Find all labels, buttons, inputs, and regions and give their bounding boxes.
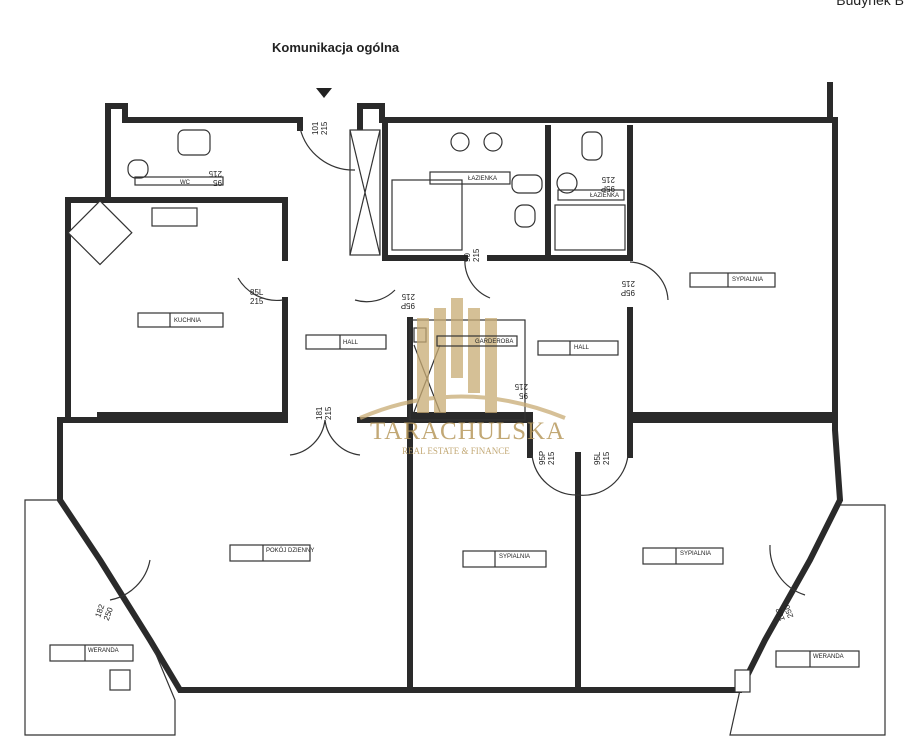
shower-icon <box>391 179 463 251</box>
toilet-icon <box>127 159 149 179</box>
svg-text:215: 215 <box>547 451 556 465</box>
bathtub-icon <box>554 204 626 251</box>
door-swings <box>109 127 806 601</box>
watermark-building-icon <box>359 298 566 420</box>
svg-text:181: 181 <box>315 406 324 420</box>
plan-title: Komunikacja ogólna <box>272 40 400 55</box>
svg-text:ŁAZIENKA: ŁAZIENKA <box>468 176 497 182</box>
svg-text:ŁAZIENKA: ŁAZIENKA <box>590 193 619 199</box>
room-label-wc: WC <box>134 176 224 186</box>
svg-text:HALL: HALL <box>574 345 590 351</box>
room-label-kitchen: KUCHNIA <box>137 312 224 328</box>
room-label-bathroom-main: ŁAZIENKA <box>429 171 511 185</box>
toilet-icon <box>581 131 603 161</box>
walls <box>57 82 844 693</box>
room-label-bedroom-top: SYPIALNIA <box>689 272 776 288</box>
svg-text:POKÓJ DZIENNY: POKÓJ DZIENNY <box>266 547 314 554</box>
wash-basin-icon <box>556 172 578 194</box>
svg-text:95P: 95P <box>538 451 547 465</box>
sink-icon <box>151 207 198 227</box>
toilet-icon <box>511 174 543 194</box>
room-label-hall-left: HALL <box>305 334 387 350</box>
svg-text:215: 215 <box>401 292 415 301</box>
svg-text:WERANDA: WERANDA <box>88 648 119 654</box>
svg-text:101: 101 <box>311 121 320 135</box>
svg-text:215: 215 <box>320 121 329 135</box>
svg-text:95: 95 <box>519 391 528 400</box>
svg-text:182: 182 <box>774 606 787 622</box>
wash-basin-icon <box>177 129 211 156</box>
svg-text:215: 215 <box>514 382 528 391</box>
svg-text:GARDEROBA: GARDEROBA <box>475 339 513 345</box>
watermark-brand: TARACHULSKA <box>370 418 566 445</box>
chimney-icon <box>734 669 751 693</box>
svg-text:95L: 95L <box>593 451 602 465</box>
svg-text:WC: WC <box>180 180 191 186</box>
verandas <box>24 499 886 736</box>
wash-basin-icon <box>483 132 503 152</box>
stove-icon <box>67 200 133 266</box>
svg-text:85L: 85L <box>250 288 264 297</box>
svg-text:95P: 95P <box>601 184 615 193</box>
svg-text:215: 215 <box>324 406 333 420</box>
svg-text:182: 182 <box>93 603 106 619</box>
room-label-bathroom-small: ŁAZIENKA <box>557 189 625 201</box>
wash-basin-icon <box>450 132 470 152</box>
watermark-tagline: REAL ESTATE & FINANCE <box>402 446 510 456</box>
svg-text:250: 250 <box>102 606 115 622</box>
room-label-veranda-left: WERANDA <box>49 644 134 662</box>
room-label-bedroom-right: SYPIALNIA <box>642 547 724 565</box>
svg-text:215: 215 <box>208 169 222 178</box>
svg-text:215: 215 <box>250 297 264 306</box>
svg-text:KUCHNIA: KUCHNIA <box>174 318 201 324</box>
svg-text:250: 250 <box>782 603 795 619</box>
svg-text:95P: 95P <box>621 288 635 297</box>
room-label-living-room: POKÓJ DZIENNY <box>229 544 314 562</box>
svg-text:215: 215 <box>602 451 611 465</box>
svg-text:215: 215 <box>621 279 635 288</box>
room-label-wardrobe: GARDEROBA <box>436 335 518 347</box>
fixtures <box>67 129 751 693</box>
svg-text:SYPIALNIA: SYPIALNIA <box>680 551 711 557</box>
svg-text:HALL: HALL <box>343 340 359 346</box>
svg-text:215: 215 <box>472 248 481 262</box>
svg-text:WERANDA: WERANDA <box>813 654 844 660</box>
entrance-arrow-icon <box>316 88 332 98</box>
room-label-bedroom-middle: SYPIALNIA <box>462 550 547 568</box>
chimney-icon <box>109 669 131 691</box>
svg-text:215: 215 <box>601 175 615 184</box>
bidet-icon <box>514 204 536 228</box>
svg-text:SYPIALNIA: SYPIALNIA <box>732 277 763 283</box>
svg-text:SYPIALNIA: SYPIALNIA <box>499 554 530 560</box>
svg-text:95: 95 <box>213 178 222 187</box>
room-label-hall-right: HALL <box>537 340 619 356</box>
svg-text:90: 90 <box>463 253 472 262</box>
room-label-veranda-right: WERANDA <box>775 650 860 668</box>
building-label: Budynek B <box>836 0 904 8</box>
svg-text:95P: 95P <box>401 301 415 310</box>
